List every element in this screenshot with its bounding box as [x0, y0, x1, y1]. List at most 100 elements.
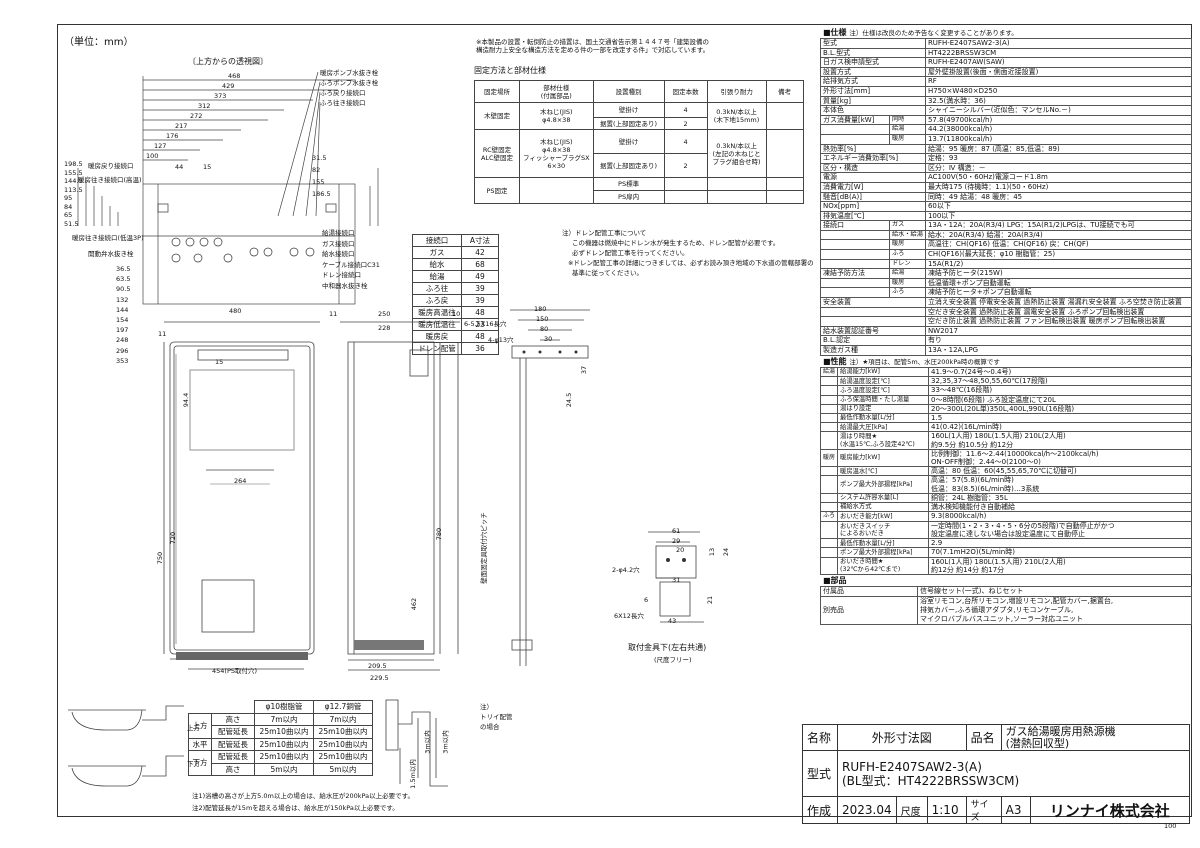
- dim-text: 94.4: [182, 392, 191, 408]
- table-cell: 給湯: [412, 270, 462, 283]
- spec-cell: 空だき安全装置 過熱防止装置 漏電安全装置 ふろポンプ回転検出装置: [924, 306, 1193, 318]
- top-right-labels: 暖房ポンプ水抜き栓ふろポンプ水抜き栓 ふろ戻り接続口ふろ往き接続口: [320, 69, 379, 107]
- table-cell: ガス: [412, 246, 462, 259]
- spec-row: 給水・給湯給水：20A(R3/4) 給湯：20A(R3/4): [820, 229, 1193, 241]
- table-cell: 木ねじ(JIS) φ4.8×38: [519, 102, 594, 130]
- spec-cell: 41(0.42)(16L/min時): [928, 422, 1192, 433]
- spec-cell: 13.7(11800kcal/h): [924, 133, 1193, 145]
- table-cell: 5m以内: [313, 762, 373, 776]
- perf-row: システム許容水量[L]銅管：24L 樹脂管：35L: [819, 492, 1192, 504]
- table-cell: 木ねじ(JIS) φ4.8×38 フィッシャープラグSX 6×30: [519, 129, 594, 178]
- table-cell: [765, 102, 804, 130]
- spec-cell: 一定時間(1・2・3・4・5・6分の5段階)で自動停止がかつ 設定温度に達しない…: [928, 520, 1192, 540]
- table-cell: PS固定: [474, 177, 520, 204]
- spec-cell: AC100V(50・60Hz)電源コード1.8m: [924, 172, 1193, 183]
- spec-cell: 給湯能力[kW]: [837, 366, 930, 378]
- spec-cell: シャイニーシルバー(近似色：マンセルNo.－): [924, 105, 1193, 116]
- spec-cell: 安全装置: [820, 297, 926, 308]
- dim-text: 20: [676, 546, 685, 554]
- spec-row: 熱効率[%]給湯：95 暖房：87 (高温：85,低温：89): [820, 143, 1193, 155]
- trap-pipe-drawing: [385, 699, 448, 787]
- drawing-sheet: [57, 24, 1192, 817]
- perf-head-note: 注）★項目は、配管5m、水圧200kPa時の概算です: [849, 357, 1000, 366]
- dim-text: 11: [329, 310, 338, 318]
- spec-cell: ガス: [889, 220, 926, 231]
- dim-text: 31: [672, 576, 681, 584]
- table-cell: PS標準: [592, 177, 665, 191]
- spec-cell: 型式: [820, 38, 926, 49]
- table-cell: 据置(上部固定あり): [592, 153, 665, 178]
- perf-row: 最低作動水量[L/分]1.5: [819, 412, 1192, 424]
- top-view-drawing: [77, 71, 379, 305]
- table-cell: ふろ往: [412, 282, 462, 295]
- spec-cell: [819, 502, 839, 513]
- table-cell: 2: [663, 117, 708, 130]
- parts-row: 別売品浴室リモコン,台所リモコン,増設リモコン,配管カバー,据置台, 排気カバー…: [820, 596, 1192, 626]
- table-cell: 2023.04: [837, 796, 897, 824]
- spec-cell: [819, 556, 839, 576]
- parts-head: ■部品: [823, 576, 847, 586]
- dim-text: 11: [158, 330, 167, 338]
- spec-cell: ガス消費量[kW]: [820, 114, 890, 126]
- table-cell: 49: [461, 270, 499, 283]
- dim-text: 15: [215, 358, 224, 366]
- dim-text: 264: [234, 477, 247, 485]
- table-cell: [212, 701, 255, 714]
- table-cell: 給水: [412, 258, 462, 271]
- spec-cell: 41.9～0.7(24号～0.4号): [928, 366, 1192, 378]
- dim-text: 80: [540, 325, 549, 333]
- spec-cell: 有り: [924, 335, 1193, 346]
- spec-cell: [819, 547, 839, 558]
- dim-text: 468: [228, 72, 241, 80]
- table-cell: [765, 129, 804, 178]
- table-cell: 25m10曲以内: [254, 750, 314, 764]
- table-cell: [706, 177, 767, 191]
- side-view-drawing: [340, 321, 460, 671]
- dim-text: 10: [452, 310, 461, 318]
- spec-cell: 高温：80 低温：60(45,55,65,70℃に切替可): [928, 466, 1192, 477]
- table-cell: リンナイ株式会社: [1029, 796, 1191, 824]
- spec-cell: 暖房温水[℃]: [837, 466, 930, 477]
- spec-row: 騒音[dB(A)]同時：49 給湯：48 暖房：45: [820, 191, 1193, 203]
- spec-cell: RUFH-E2407AW(SAW): [924, 57, 1193, 68]
- spec-cell: 160L(1人用) 180L(1.5人用) 210L(2人用) 約9.5分 約1…: [928, 431, 1192, 450]
- spec-cell: システム許容水量[L]: [837, 492, 930, 504]
- spec-cell: 接続口: [820, 220, 890, 231]
- spec-row: 区分・構造区分：Ⅳ 構造：－: [820, 162, 1193, 174]
- dim-text: 24: [722, 547, 731, 557]
- table-cell: 39: [461, 282, 499, 295]
- dim-text: 720: [169, 531, 178, 545]
- spec-cell: 区分・構造: [820, 162, 926, 174]
- bracket-side-drawing: [510, 309, 590, 666]
- table-cell: サイズ: [965, 796, 1002, 824]
- spec-cell: 給湯：95 暖房：87 (高温：85,低温：89): [924, 143, 1193, 155]
- spec-cell: [820, 249, 890, 260]
- pipe-side-label: 上方: [187, 724, 200, 732]
- perf-row: ポンプ最大外部揚程[kPa]70(7.1mH2O)(5L/min時): [819, 547, 1192, 558]
- spec-cell: [820, 306, 926, 318]
- spec-cell: 信号線セット(一式)、ねじセット: [917, 586, 1192, 598]
- perf-row: おいだき時間★ (32℃から42℃まで)160L(1人用) 180L(1.5人用…: [819, 556, 1192, 576]
- spec-cell: 給湯: [889, 268, 926, 279]
- dim-text: 150: [536, 315, 549, 323]
- spec-cell: 13A・12A,LPG: [924, 345, 1193, 356]
- spec-row: 安全装置立消え安全装置 停電安全装置 過熱防止装置 湯漏れ安全装置 ふろ空焚き防…: [820, 297, 1193, 308]
- spec-row: 排気温度[℃]100以下: [820, 210, 1193, 222]
- table-cell: 5m以内: [254, 762, 314, 776]
- spec-cell: 給湯: [819, 366, 839, 378]
- dim-text: 21: [706, 595, 715, 605]
- spec-cell: 100以下: [924, 210, 1193, 222]
- spec-cell: 最低作動水量[L/分]: [837, 538, 930, 549]
- spec-cell: [820, 277, 890, 289]
- perf-row: ふろ温度設定[℃]33～48℃(16段階): [819, 385, 1192, 396]
- spec-cell: ふろ: [889, 249, 926, 260]
- table-cell: φ12.7銅管: [313, 700, 373, 714]
- dim-text: 373: [214, 92, 227, 100]
- spec-cell: 暖房: [889, 277, 926, 289]
